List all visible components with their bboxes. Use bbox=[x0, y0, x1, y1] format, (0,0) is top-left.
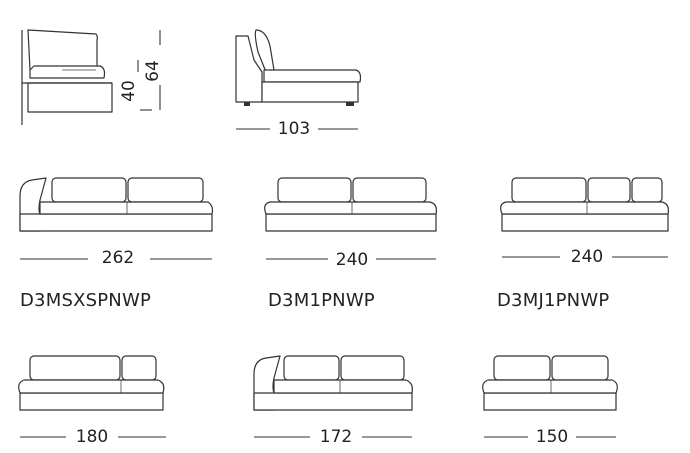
module-3-code: D3MJ1PNWP bbox=[497, 290, 610, 311]
module-1-code: D3MSXSPNWP bbox=[20, 290, 151, 311]
module-5-drawing bbox=[253, 355, 413, 438]
module-2-code: D3M1PNWP bbox=[268, 290, 375, 311]
height-dimension-lines bbox=[137, 30, 161, 111]
module-3-drawing bbox=[500, 177, 669, 258]
depth-label: 103 bbox=[272, 120, 316, 138]
module-1-drawing bbox=[19, 177, 214, 260]
seat-height-label: 40 bbox=[118, 80, 139, 102]
module-1-width: 262 bbox=[96, 249, 140, 267]
side-view-section bbox=[21, 29, 113, 125]
module-4-drawing bbox=[18, 355, 166, 438]
module-2-width: 240 bbox=[330, 251, 374, 269]
module-5-width: 172 bbox=[314, 428, 358, 446]
module-3-width: 240 bbox=[565, 248, 609, 266]
total-height-label: 64 bbox=[142, 60, 163, 82]
module-2-drawing bbox=[264, 177, 437, 260]
profile-view bbox=[235, 29, 362, 130]
module-6-width: 150 bbox=[530, 428, 574, 446]
module-4-width: 180 bbox=[70, 428, 114, 446]
module-6-drawing bbox=[482, 355, 618, 438]
